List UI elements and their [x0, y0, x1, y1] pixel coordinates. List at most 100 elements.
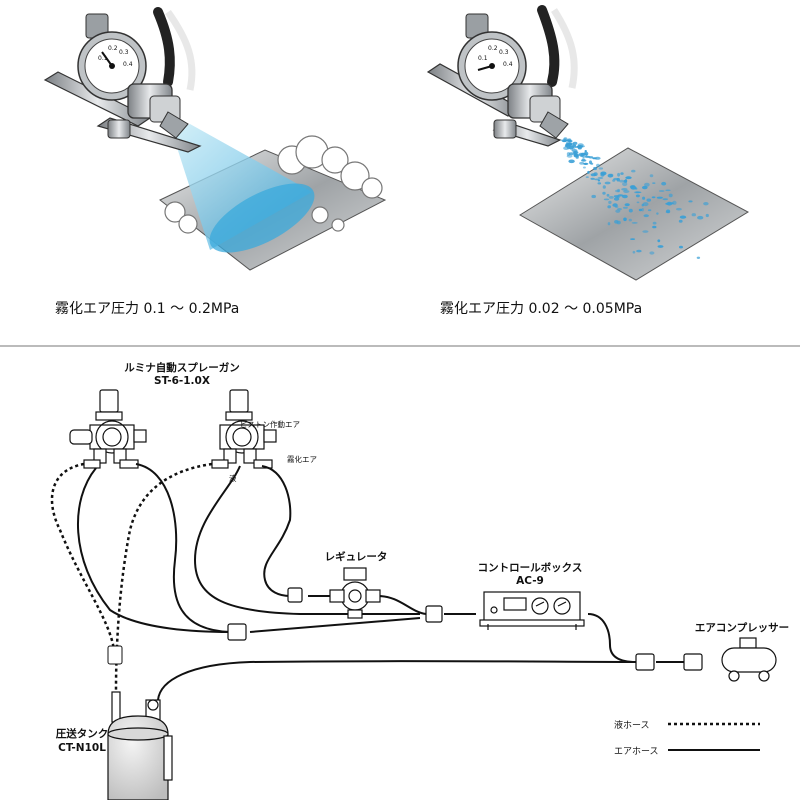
spray-droplet [597, 179, 601, 182]
spray-droplet [612, 179, 616, 182]
spray-droplet [642, 202, 649, 207]
hose [537, 5, 560, 87]
spray-droplet [666, 201, 673, 206]
spray-droplet [567, 138, 572, 142]
spray-droplet [679, 215, 687, 219]
spray-droplet [679, 245, 683, 249]
spray-droplet [582, 166, 586, 169]
tank-title: 圧送タンク [56, 727, 109, 740]
gauge-tick: 0.1 [98, 55, 108, 62]
spray-droplet [603, 198, 610, 201]
spray-droplet [676, 207, 682, 211]
spray-droplet [631, 169, 636, 173]
spray-droplet [587, 170, 590, 174]
spray-droplet [632, 250, 636, 254]
spray-droplet [584, 150, 587, 153]
pressure-gauge: 0.1 0.2 0.3 0.4 [77, 13, 147, 101]
spray-droplet [565, 142, 569, 146]
spray-droplet [657, 239, 661, 243]
spray-gun-body [493, 83, 569, 139]
spray-droplet [568, 159, 575, 164]
piston-air-label: ピストン作動エア [240, 419, 300, 429]
spray-droplet [572, 145, 576, 149]
spray-cone [172, 124, 312, 250]
spray-droplet [616, 220, 621, 225]
spray-droplet [657, 245, 664, 248]
spray-droplet [623, 190, 630, 193]
spray-droplet [590, 162, 594, 165]
metal-plate [519, 147, 750, 281]
spray-droplet [608, 200, 612, 204]
atomizing-air-label: 霧化エア [287, 454, 317, 464]
spray-droplet [628, 218, 632, 222]
caption-low-pressure: 霧化エア圧力 0.02 ～ 0.05MPa [440, 301, 642, 317]
spray-droplet [607, 205, 611, 209]
auto-spray-gun-1 [69, 389, 147, 469]
spray-droplet [652, 182, 656, 185]
control-box [479, 591, 585, 630]
spray-droplet [703, 202, 709, 206]
spray-droplet [642, 230, 649, 233]
spray-droplet [592, 157, 597, 160]
spray-droplet [697, 215, 704, 220]
spray-droplet [623, 179, 627, 183]
spray-droplet [597, 176, 604, 180]
spray-droplet [642, 196, 646, 200]
spray-droplet [665, 189, 671, 192]
auto-spray-gun-2 [211, 389, 277, 469]
spray-pattern [209, 183, 315, 253]
pressure-gauge: 0.1 0.2 0.3 0.4 [457, 13, 527, 101]
spray-droplet [630, 238, 636, 241]
hose-fittings [227, 587, 703, 671]
spray-droplet [612, 203, 618, 207]
hose [165, 9, 196, 91]
gauge-tick: 0.1 [478, 55, 488, 62]
spray-droplet [590, 173, 597, 177]
spray-droplet [636, 201, 640, 204]
spray-droplet [591, 194, 596, 199]
spray-droplet [608, 196, 614, 199]
mist-cloud [164, 135, 383, 234]
spray-droplet [602, 185, 606, 189]
spray-droplet [617, 194, 624, 197]
spray-droplet [616, 177, 620, 182]
spray-droplet [634, 188, 638, 190]
spray-droplet [620, 172, 624, 175]
spray-droplet [617, 188, 620, 193]
spray-droplet [636, 249, 642, 253]
spray-droplet [656, 212, 659, 215]
spray-droplet [584, 155, 591, 158]
spray-droplet [651, 196, 656, 199]
regulator [329, 567, 381, 619]
spray-droplet [644, 182, 650, 187]
spray-droplet [596, 163, 600, 168]
gauge-tick: 0.4 [503, 61, 513, 68]
spray-droplet [607, 173, 613, 178]
control-box-title: コントロールボックス [478, 561, 583, 574]
spray-droplet [581, 145, 585, 148]
spray-droplet [598, 167, 604, 170]
spray-droplet [580, 152, 586, 157]
spray-droplet [573, 151, 577, 156]
compressor-label: エアコンプレッサー [695, 621, 789, 634]
gauge-tick: 0.3 [499, 49, 509, 56]
spray-droplet [606, 193, 610, 197]
spray-droplet [625, 176, 632, 180]
spray-droplet [623, 217, 627, 222]
spray-panel-low-pressure: 0.1 0.2 0.3 0.4 霧化エア圧力 0.02 ～ 0.05MPa [426, 5, 750, 317]
legend-air-hose-label: エアホース [614, 746, 659, 757]
spray-droplet [563, 137, 568, 142]
spray-droplet [624, 203, 630, 207]
spray-droplet [652, 221, 657, 225]
hose [153, 7, 175, 87]
spray-droplet [696, 256, 701, 259]
caption-high-pressure: 霧化エア圧力 0.1 ～ 0.2MPa [55, 301, 239, 317]
regulator-label: レギュレータ [325, 550, 388, 563]
system-diagram: ルミナ自動スプレーガン ST-6-1.0X [50, 361, 789, 800]
spray-droplet [647, 209, 652, 212]
spray-droplet [593, 166, 598, 171]
tank-model: CT-N10L [58, 742, 106, 754]
legend: 液ホース エアホース [614, 719, 760, 757]
spray-droplet [649, 174, 654, 178]
